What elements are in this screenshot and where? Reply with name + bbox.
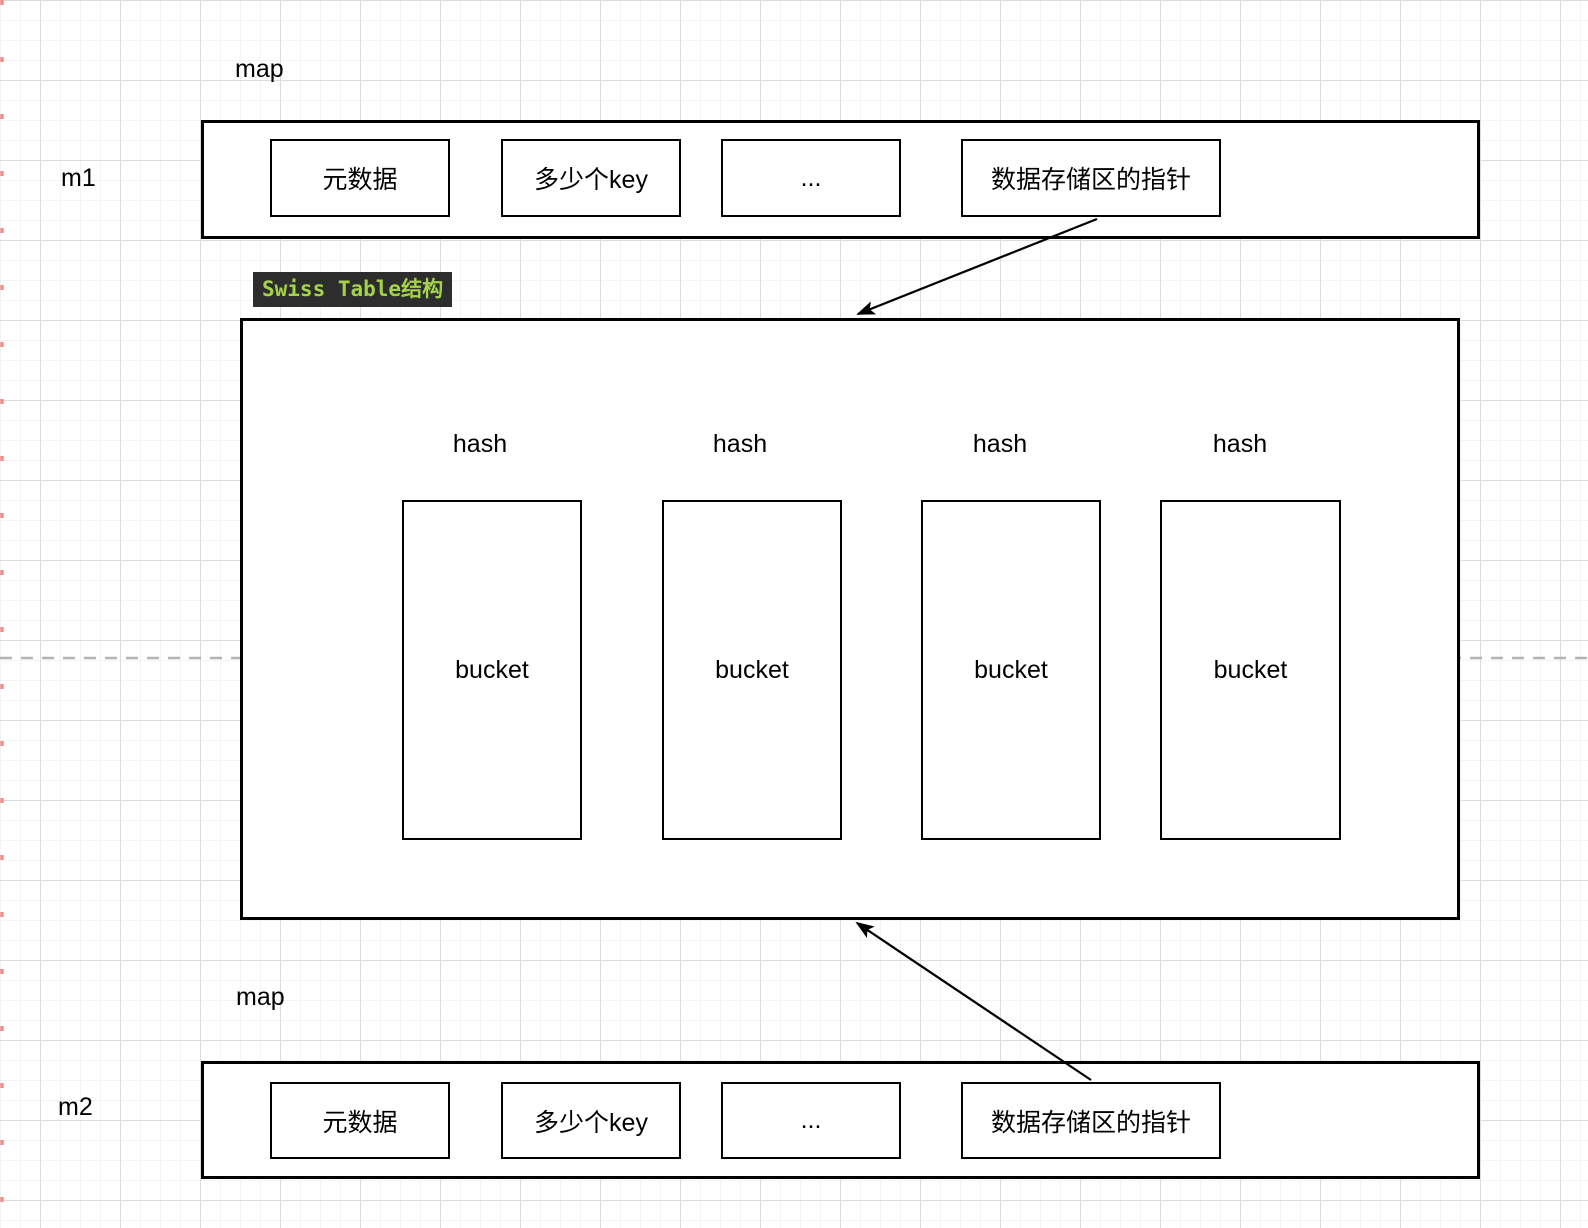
- hash-label-1: hash: [452, 430, 508, 458]
- hash-label-4: hash: [1212, 430, 1268, 458]
- bucket-box-3: bucket: [921, 500, 1101, 840]
- m2-var-label: m2: [58, 1093, 93, 1121]
- bucket-box-1: bucket: [402, 500, 582, 840]
- m1-cell-ellipsis: ...: [721, 139, 901, 217]
- m1-cell-data-pointer: 数据存储区的指针: [961, 139, 1221, 217]
- m2-cell-data-pointer: 数据存储区的指针: [961, 1082, 1221, 1159]
- m1-cell-metadata: 元数据: [270, 139, 450, 217]
- hash-label-2: hash: [712, 430, 768, 458]
- m2-struct-box: [201, 1061, 1480, 1179]
- m2-cell-metadata: 元数据: [270, 1082, 450, 1159]
- bucket-box-4: bucket: [1160, 500, 1341, 840]
- m2-map-label: map: [236, 983, 285, 1011]
- m2-cell-ellipsis: ...: [721, 1082, 901, 1159]
- swiss-table-title-badge: Swiss Table结构: [253, 272, 453, 307]
- hash-label-3: hash: [972, 430, 1028, 458]
- m1-cell-key-count: 多少个key: [501, 139, 681, 217]
- bucket-box-2: bucket: [662, 500, 842, 840]
- m1-var-label: m1: [61, 164, 96, 192]
- m1-map-label: map: [235, 55, 284, 83]
- m2-cell-key-count: 多少个key: [501, 1082, 681, 1159]
- pointer-arrow-from-m2: [857, 923, 1092, 1081]
